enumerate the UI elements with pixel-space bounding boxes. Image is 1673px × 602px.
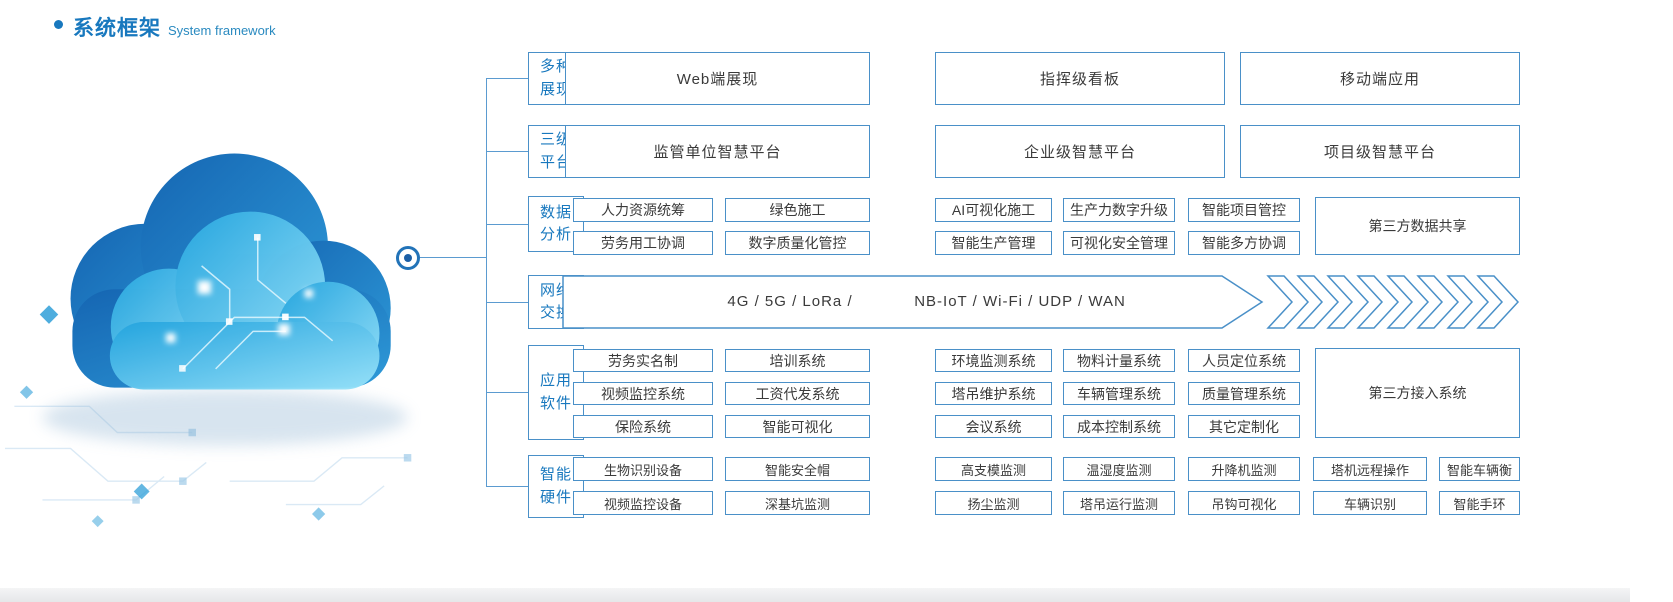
stub-display xyxy=(486,78,528,79)
page-title: 系统框架 xyxy=(73,17,161,40)
item-box: 人员定位系统 xyxy=(1188,349,1300,372)
item-box: 高支模监测 xyxy=(935,457,1052,481)
item-box: 塔吊运行监测 xyxy=(1063,491,1175,515)
stub-app xyxy=(486,392,528,393)
trunk-line xyxy=(486,78,487,487)
bullet-icon xyxy=(54,19,63,29)
glow-dots xyxy=(166,280,313,343)
item-box: 企业级智慧平台 xyxy=(935,125,1225,178)
item-box: 劳务实名制 xyxy=(573,349,713,372)
page-title-group: 系统框架 System framework xyxy=(54,12,276,42)
item-box: Web端展现 xyxy=(565,52,870,105)
item-box: 塔机远程操作 xyxy=(1313,457,1427,481)
stub-network xyxy=(486,302,528,303)
cloud-illustration xyxy=(5,153,412,528)
item-box: 可视化安全管理 xyxy=(1063,231,1175,255)
item-box: 绿色施工 xyxy=(725,198,870,222)
item-box: AI可视化施工 xyxy=(935,198,1052,222)
cloud-circuit-lines xyxy=(182,237,334,370)
network-protocols-left: 4G / 5G / LoRa / xyxy=(727,293,853,310)
page-subtitle: System framework xyxy=(168,23,276,38)
item-box: 会议系统 xyxy=(935,415,1052,438)
item-box: 劳务用工协调 xyxy=(573,231,713,255)
item-box: 人力资源统筹 xyxy=(573,198,713,222)
item-box: 培训系统 xyxy=(725,349,870,372)
item-box: 智能手环 xyxy=(1439,491,1520,515)
item-box: 工资代发系统 xyxy=(725,382,870,405)
item-box: 智能项目管控 xyxy=(1188,198,1300,222)
item-box: 视频监控系统 xyxy=(573,382,713,405)
connection-node-icon xyxy=(396,246,420,270)
stub-data xyxy=(486,224,528,225)
item-box: 环境监测系统 xyxy=(935,349,1052,372)
floor-strip xyxy=(0,588,1630,602)
item-box: 智能生产管理 xyxy=(935,231,1052,255)
node-line xyxy=(418,257,486,258)
item-box: 车辆管理系统 xyxy=(1063,382,1175,405)
item-box: 数字质量化管控 xyxy=(725,231,870,255)
chevron-right-arrows-icon xyxy=(562,275,1520,329)
item-box: 监管单位智慧平台 xyxy=(565,125,870,178)
item-box: 移动端应用 xyxy=(1240,52,1520,105)
item-box-shared-data: 第三方数据共享 xyxy=(1315,197,1520,255)
item-box-shared-access: 第三方接入系统 xyxy=(1315,348,1520,438)
item-box: 智能可视化 xyxy=(725,415,870,438)
item-box: 质量管理系统 xyxy=(1188,382,1300,405)
item-box: 项目级智慧平台 xyxy=(1240,125,1520,178)
item-box: 升降机监测 xyxy=(1188,457,1300,481)
item-box: 其它定制化 xyxy=(1188,415,1300,438)
item-box: 视频监控设备 xyxy=(573,491,713,515)
item-box: 保险系统 xyxy=(573,415,713,438)
item-box: 扬尘监测 xyxy=(935,491,1052,515)
item-box: 智能安全帽 xyxy=(725,457,870,481)
item-box: 深基坑监测 xyxy=(725,491,870,515)
item-box: 吊钩可视化 xyxy=(1188,491,1300,515)
connection-node-dot xyxy=(404,254,412,262)
item-box: 温湿度监测 xyxy=(1063,457,1175,481)
item-box: 塔吊维护系统 xyxy=(935,382,1052,405)
item-box: 成本控制系统 xyxy=(1063,415,1175,438)
item-box: 指挥级看板 xyxy=(935,52,1225,105)
item-box: 车辆识别 xyxy=(1313,491,1427,515)
network-band: 4G / 5G / LoRa / NB-IoT / Wi-Fi / UDP / … xyxy=(562,275,1520,329)
item-box: 生产力数字升级 xyxy=(1063,198,1175,222)
item-box: 物料计量系统 xyxy=(1063,349,1175,372)
item-box: 智能车辆衡 xyxy=(1439,457,1520,481)
stub-platform xyxy=(486,151,528,152)
cloud-front xyxy=(109,211,380,390)
stub-hardware xyxy=(486,486,528,487)
item-box: 智能多方协调 xyxy=(1188,231,1300,255)
item-box: 生物识别设备 xyxy=(573,457,713,481)
network-protocols-right: NB-IoT / Wi-Fi / UDP / WAN xyxy=(914,293,1126,310)
